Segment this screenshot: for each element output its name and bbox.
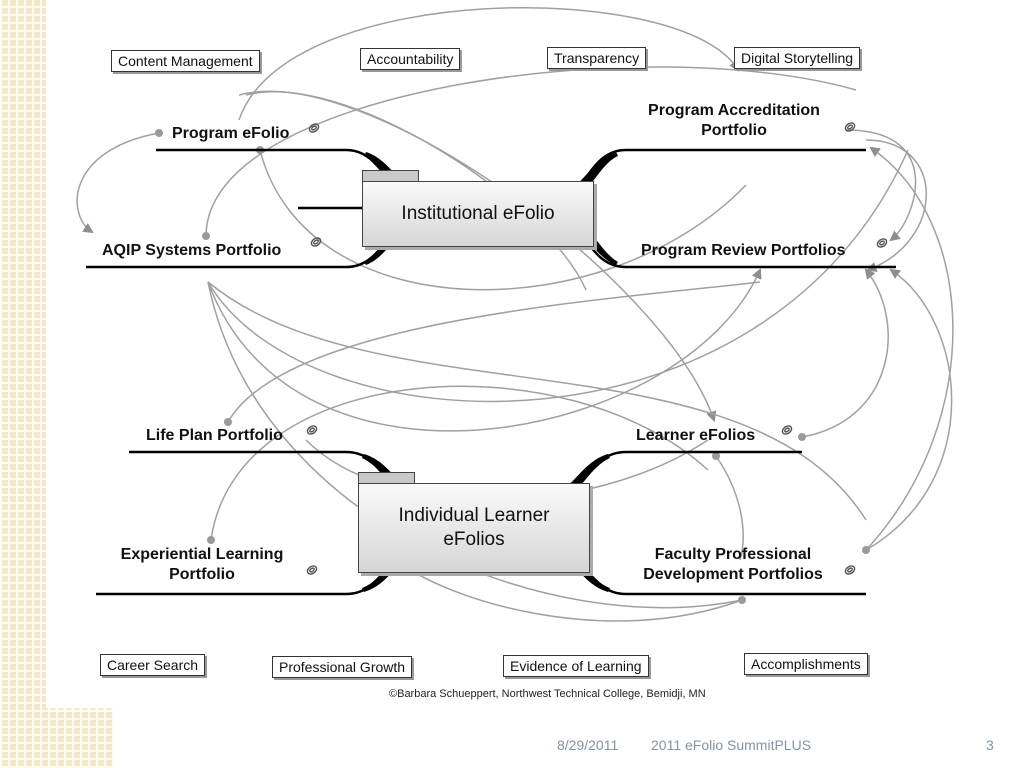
connector-curve [801,268,889,438]
connector-curve [207,149,909,403]
connector-curve [865,139,927,272]
connector-dot [207,536,215,544]
concept-professional-growth: Professional Growth [272,656,413,678]
connector-curve [715,455,744,561]
node-program-review: Program Review Portfolios [641,242,846,259]
connector-curve [238,7,740,121]
decorative-pattern-bottom [0,708,114,768]
connector-curve [395,559,743,622]
folder-tab [358,472,415,484]
connector-dot [712,452,720,460]
paperclip-icon [310,237,322,247]
individual-learner-label-line1: Individual Learner [398,505,550,526]
footer-date: 8/29/2011 [557,737,619,753]
concept-content-management: Content Management [111,50,260,72]
footer-page-number: 3 [986,737,994,753]
node-life-plan-portfolio: Life Plan Portfolio [146,427,283,444]
node-program-efolio: Program eFolio [172,125,290,142]
connector-dot [155,129,163,137]
institutional-efolio-box: Institutional eFolio [362,181,594,247]
connector-curve [259,149,747,291]
node-faculty-line1: Faculty Professional [654,546,812,563]
individual-learner-efolios-box: Individual Learner eFolios [358,483,590,573]
connector-curve [207,281,867,521]
node-experiential-learning: Experiential Learning Portfolio [112,545,292,585]
node-experiential-line1: Experiential Learning [120,546,284,563]
concept-digital-storytelling: Digital Storytelling [734,47,861,69]
footer-event: 2011 eFolio SummitPLUS [651,737,812,753]
connector-curve [227,281,761,423]
node-learner-efolios: Learner eFolios [636,427,756,444]
credit-text: ©Barbara Schueppert, Northwest Technical… [389,688,706,700]
decorative-pattern-left [0,0,46,768]
connector-dot [224,418,232,426]
connector-dot [862,546,870,554]
paperclip-icon [781,425,793,435]
connector-curve [207,268,762,432]
connector-dot [738,596,746,604]
diagram-connectors [76,7,954,622]
connector-curve [76,132,160,234]
concept-transparency: Transparency [547,47,647,69]
individual-learner-label-line2: eFolios [443,529,505,550]
connector-curve [865,268,953,551]
concept-accomplishments: Accomplishments [744,653,868,675]
efolio-diagram: Content Management Accountability Transp… [46,0,1024,708]
node-faculty-professional: Faculty Professional Development Portfol… [628,545,838,585]
node-program-accreditation-line1: Program Accreditation [648,102,820,119]
paperclip-icon [308,123,320,133]
connector-dot [798,433,806,441]
node-aqip-systems-portfolio: AQIP Systems Portfolio [102,242,282,259]
folder-tab [362,170,419,182]
connector-curve [845,129,917,242]
concept-evidence-of-learning: Evidence of Learning [503,655,649,677]
connector-curve [245,91,587,291]
node-faculty-line2: Development Portfolios [643,566,823,583]
paperclip-icon [306,425,318,435]
paperclip-icon [844,122,856,132]
paperclip-icon [844,565,856,575]
node-experiential-line2: Portfolio [169,566,235,583]
concept-accountability: Accountability [360,48,461,70]
node-program-accreditation-line2: Portfolio [701,122,767,139]
connector-curve [205,66,857,237]
institutional-efolio-label: Institutional eFolio [401,203,555,224]
connector-curve [210,385,709,541]
connector-dot [202,232,210,240]
node-program-accreditation: Program Accreditation Portfolio [634,101,834,141]
concept-career-search: Career Search [100,654,206,676]
paperclip-icon [306,565,318,575]
connector-curve [865,146,954,551]
paperclip-icon [876,238,888,248]
